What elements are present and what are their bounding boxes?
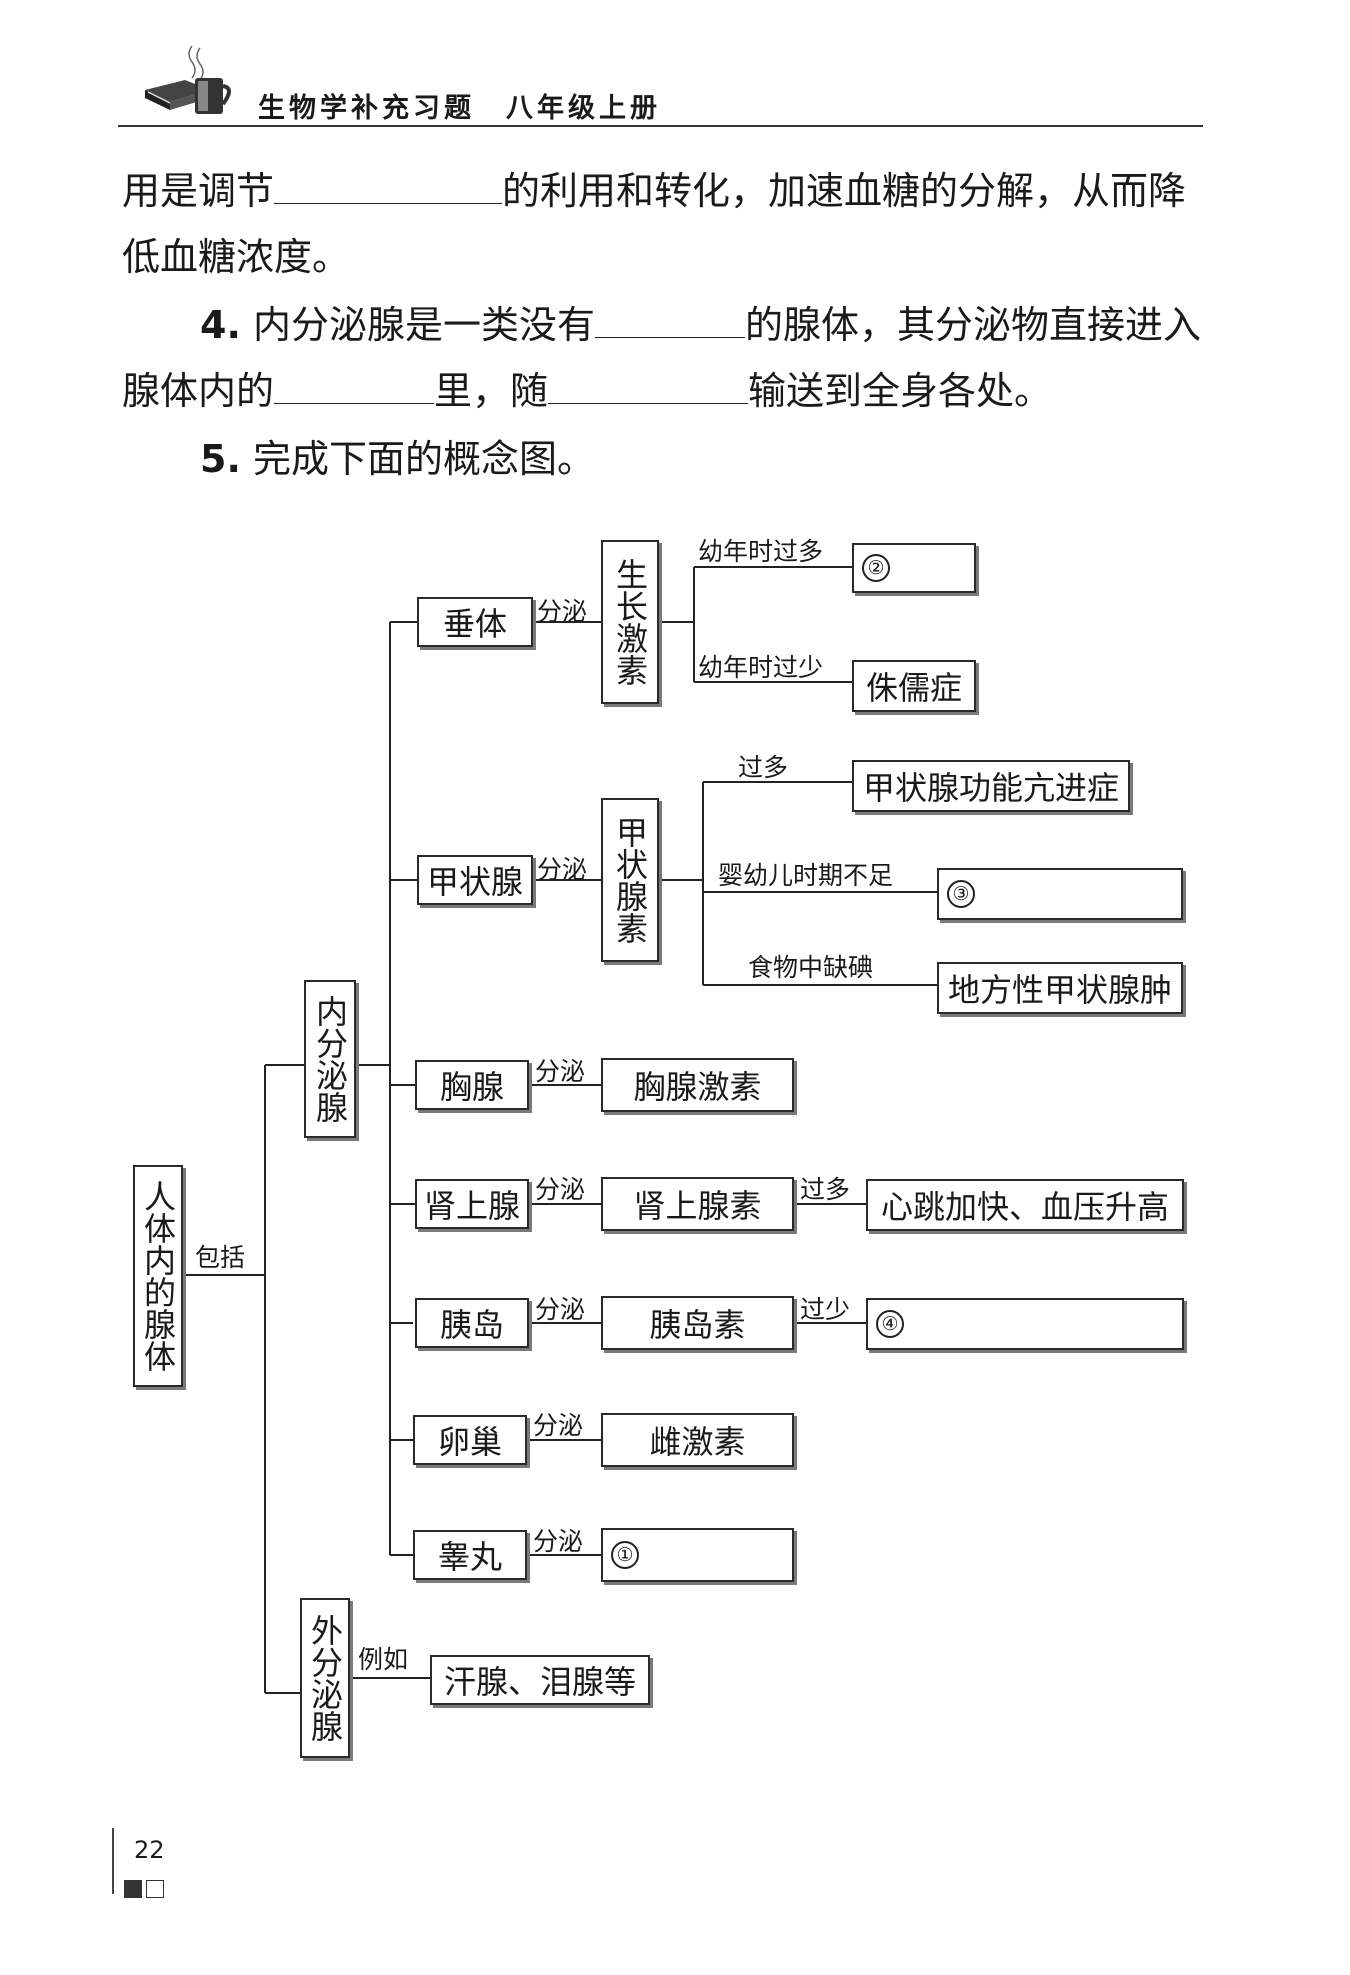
estrogen-box: 雌激素: [601, 1413, 794, 1467]
pituitary-box: 垂体: [417, 597, 533, 647]
root-box: 人体内的腺体: [133, 1165, 183, 1387]
secrete-label: 分泌: [537, 597, 588, 626]
thymus-box: 胸腺: [415, 1060, 529, 1110]
condition-insulin-deficient: 过少: [800, 1295, 851, 1324]
exocrine-examples-box: 汗腺、泪腺等: [430, 1655, 650, 1705]
q4-text-e: 输送到全身各处。: [748, 369, 1053, 413]
book-cup-icon: [145, 45, 231, 114]
q4-text-c: 腺体内的: [122, 369, 275, 413]
hyperthyroidism-box: 甲状腺功能亢进症: [852, 760, 1130, 812]
testis-box: 睾丸: [413, 1530, 527, 1580]
secrete-label: 分泌: [533, 1527, 584, 1556]
include-label: 包括: [195, 1243, 246, 1272]
blank-2[interactable]: [595, 307, 745, 338]
islet-box: 胰岛: [415, 1298, 529, 1348]
growth-hormone-box: 生长激素: [601, 540, 659, 704]
secrete-label: 分泌: [535, 1175, 586, 1204]
thyroid-box: 甲状腺: [417, 855, 533, 905]
condition-child-excess: 幼年时过多: [698, 537, 824, 566]
q5-text: 完成下面的概念图。: [252, 437, 595, 481]
secrete-label: 分泌: [533, 1411, 584, 1440]
circled-number-2: ②: [862, 554, 890, 582]
secrete-label: 分泌: [537, 855, 588, 884]
footer-rule: [112, 1828, 114, 1894]
ovary-box: 卵巢: [413, 1415, 527, 1465]
thyroxine-box: 甲状腺素: [601, 798, 659, 962]
question-5-number: 5.: [200, 437, 241, 481]
goiter-box: 地方性甲状腺肿: [937, 962, 1183, 1014]
q4-text-b: 的腺体，其分泌物直接进入: [745, 303, 1202, 347]
header-rule: [118, 125, 1203, 127]
condition-adrenal-excess: 过多: [800, 1175, 851, 1204]
circled-number-3: ③: [947, 880, 975, 908]
answer-box-4[interactable]: ④: [866, 1298, 1184, 1350]
insulin-box: 胰岛素: [601, 1296, 794, 1350]
condition-infant-deficient: 婴幼儿时期不足: [718, 861, 894, 890]
exocrine-box: 外分泌腺: [300, 1598, 350, 1758]
secrete-label: 分泌: [535, 1295, 586, 1324]
header-logo: [140, 40, 240, 122]
text-line-1: 用是调节 的利用和转化，加速血糖的分解，从而降: [122, 172, 1186, 210]
header-title: 生物学补充习题 八年级上册: [258, 93, 661, 124]
adrenaline-box: 肾上腺素: [601, 1177, 794, 1231]
condition-child-deficient: 幼年时过少: [698, 653, 824, 682]
text-l1b: 的利用和转化，加速血糖的分解，从而降: [502, 169, 1187, 213]
blank-1[interactable]: [274, 173, 503, 204]
answer-box-2[interactable]: ②: [852, 543, 976, 593]
footer-square-empty: [146, 1880, 164, 1898]
blank-4[interactable]: [548, 373, 749, 404]
q4-text-d: 里，随: [434, 369, 549, 413]
dwarfism-box: 侏儒症: [852, 660, 976, 712]
question-4-number: 4.: [200, 303, 241, 347]
footer-square-filled: [124, 1880, 142, 1898]
thymosin-box: 胸腺激素: [601, 1058, 794, 1112]
text-l1a: 用是调节: [122, 169, 275, 213]
page-number: 22: [134, 1836, 165, 1864]
answer-box-1[interactable]: ①: [601, 1528, 794, 1582]
heart-bp-box: 心跳加快、血压升高: [866, 1179, 1184, 1231]
adrenal-box: 肾上腺: [415, 1179, 529, 1229]
answer-box-3[interactable]: ③: [937, 868, 1183, 920]
condition-iodine-lack: 食物中缺碘: [748, 953, 874, 982]
q4-text-a: 内分泌腺是一类没有: [252, 303, 595, 347]
condition-excess: 过多: [738, 753, 789, 782]
text-line-2: 低血糖浓度。: [122, 235, 351, 279]
example-label: 例如: [358, 1645, 409, 1674]
blank-3[interactable]: [274, 373, 435, 404]
circled-number-1: ①: [611, 1541, 639, 1569]
circled-number-4: ④: [876, 1310, 904, 1338]
question-4-line-1: 4. 内分泌腺是一类没有 的腺体，其分泌物直接进入: [200, 306, 1201, 344]
question-4-line-2: 腺体内的 里，随 输送到全身各处。: [122, 372, 1052, 410]
secrete-label: 分泌: [535, 1057, 586, 1086]
endocrine-box: 内分泌腺: [304, 980, 356, 1138]
question-5: 5. 完成下面的概念图。: [200, 440, 595, 478]
